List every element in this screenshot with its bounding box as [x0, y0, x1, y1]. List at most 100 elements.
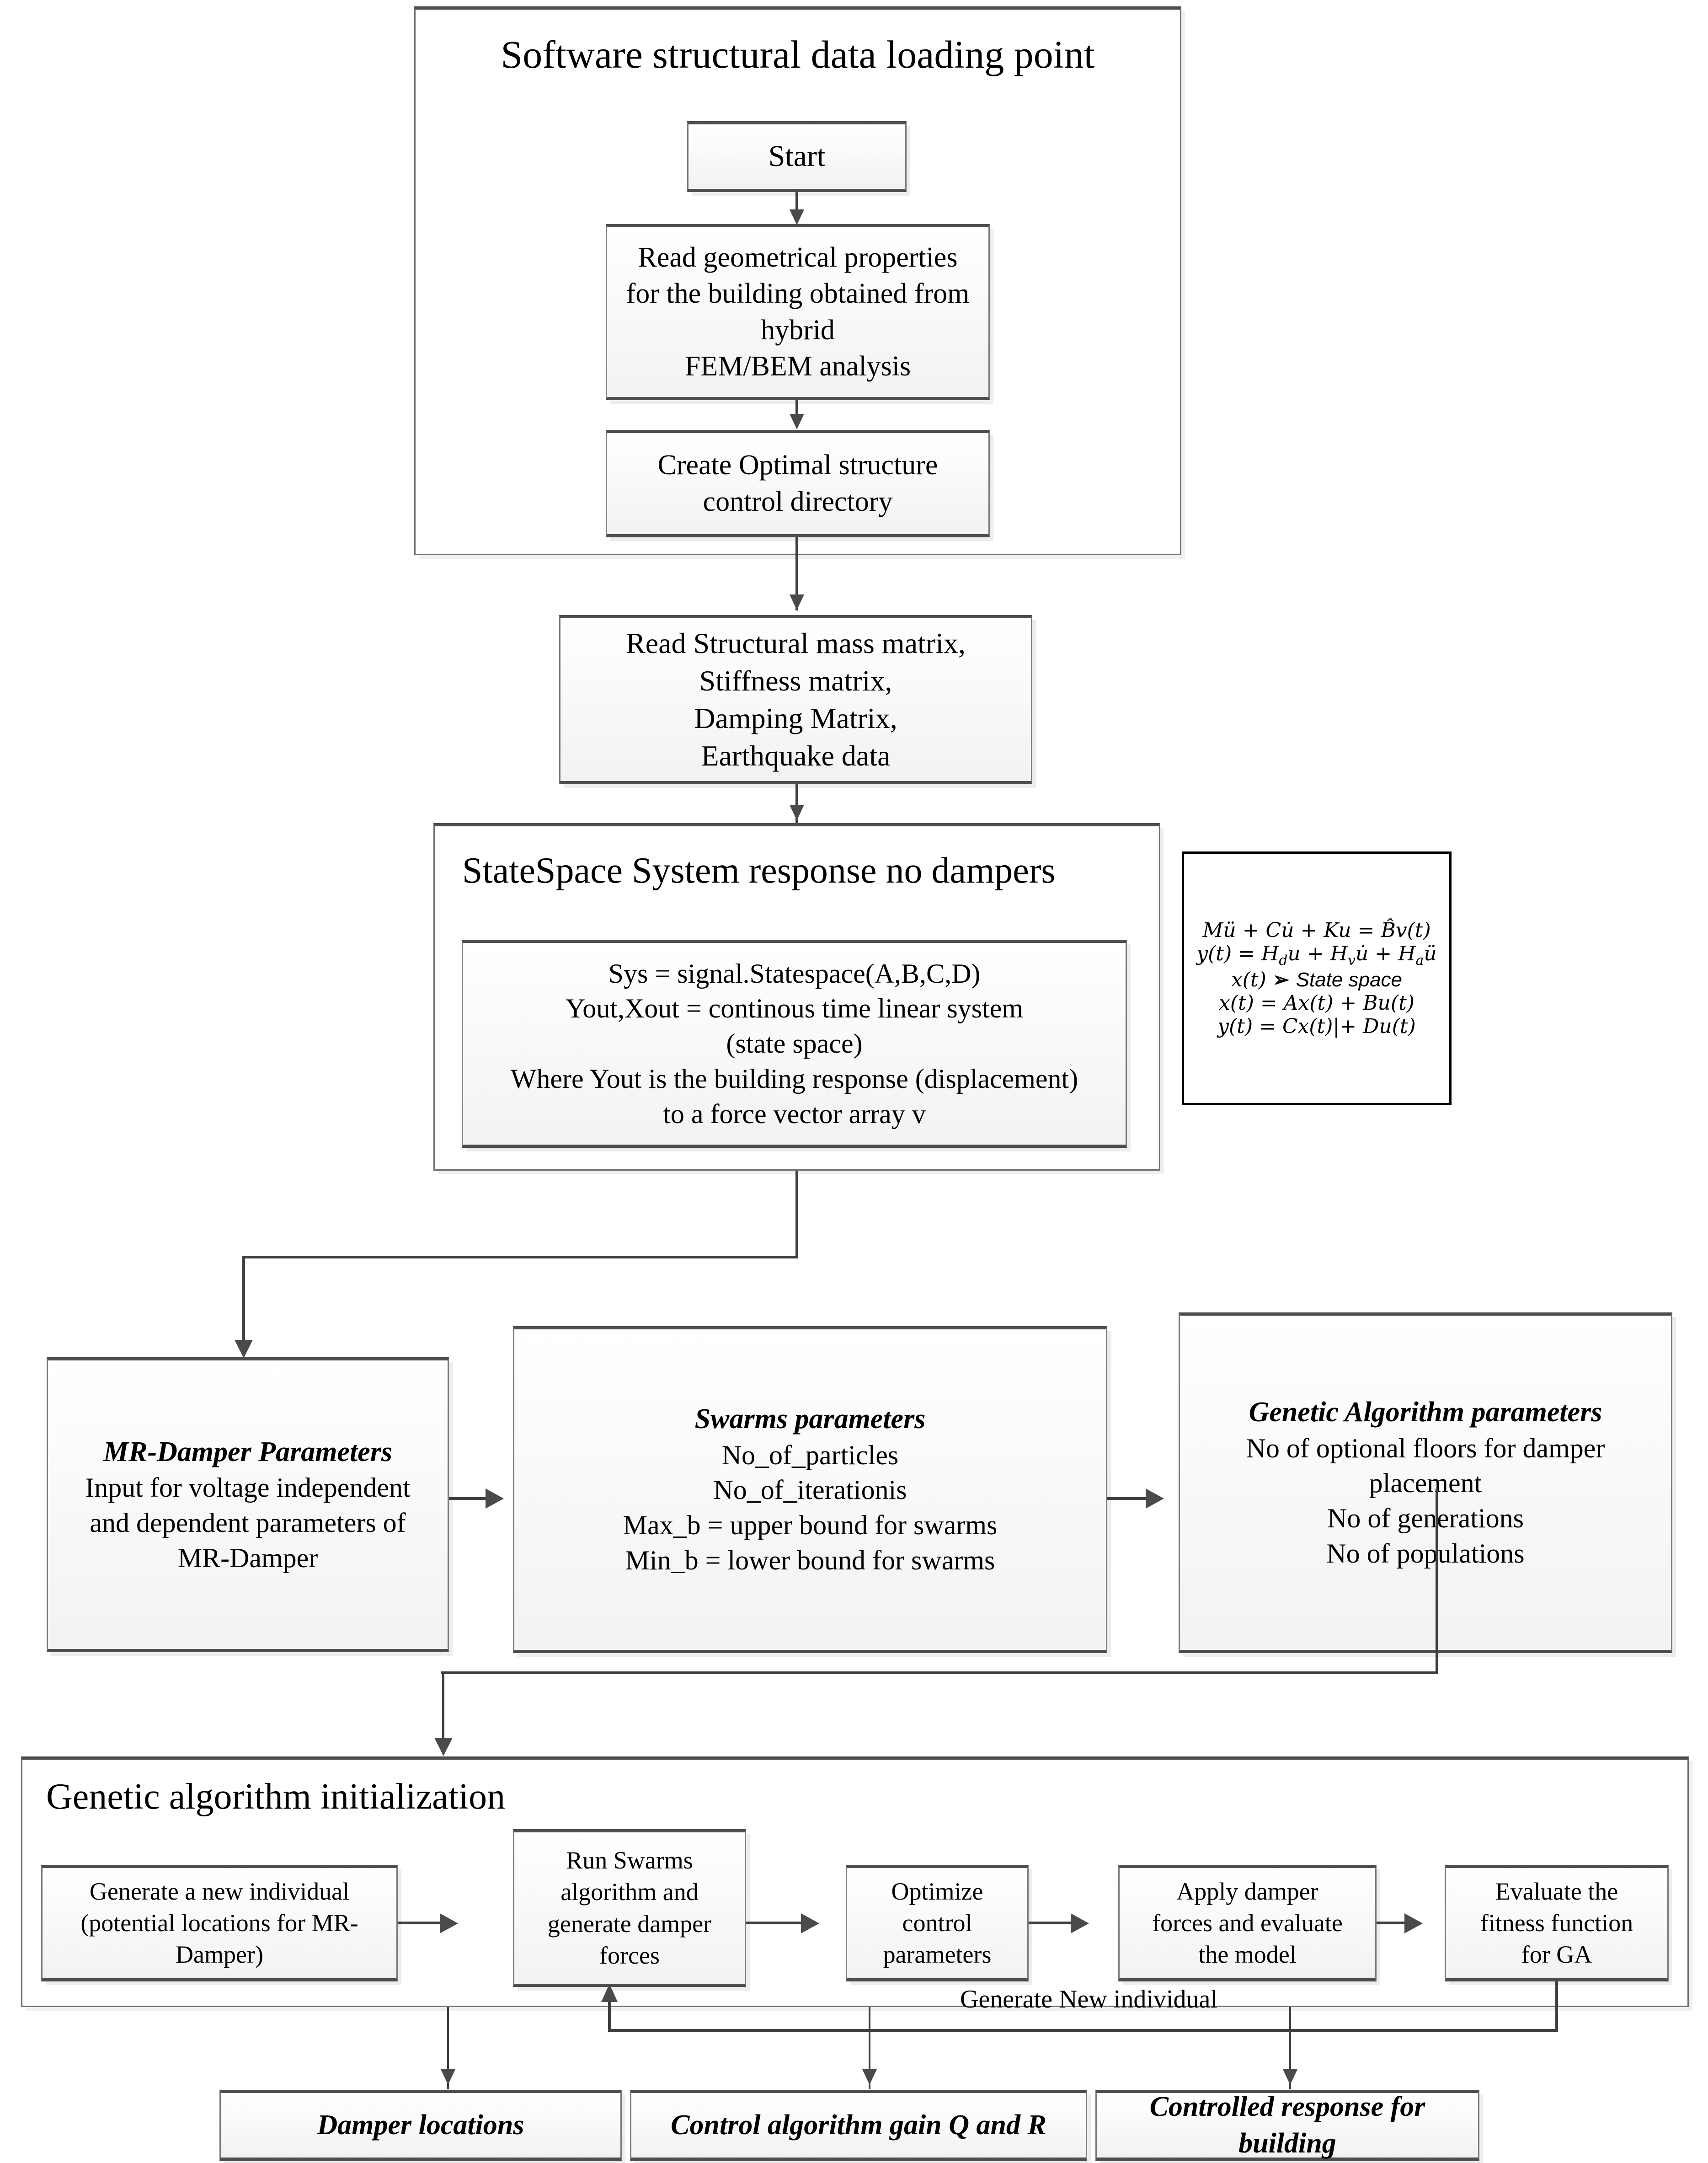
- start-node-label: Start: [768, 139, 826, 173]
- read-geometry-line-1: Read geometrical properties: [638, 241, 958, 273]
- evaluate-line-3: for GA: [1521, 1941, 1592, 1969]
- state-space-equations-panel: Mü + Cu̇ + Ku = B̂v(t) y(t) = Hdu + Hvu̇…: [1182, 851, 1452, 1105]
- swarms-parameters-node: Swarms parameters No_of_particles No_of_…: [513, 1326, 1107, 1653]
- read-geometry-line-4: FEM/BEM analysis: [684, 350, 911, 382]
- arrowhead-output-2: [862, 2069, 877, 2085]
- create-directory-node: Create Optimal structure control directo…: [606, 430, 990, 537]
- optimize-line-2: control: [902, 1909, 972, 1937]
- connector-output-1: [447, 2007, 449, 2089]
- apply-damper-line-3: the model: [1198, 1941, 1297, 1969]
- statespace-line-4: Where Yout is the building response (dis…: [510, 1063, 1078, 1094]
- read-matrices-node: Read Structural mass matrix, Stiffness m…: [559, 615, 1032, 784]
- connector-start-to-read-geometry: [795, 192, 798, 220]
- statespace-line-3: (state space): [726, 1028, 863, 1059]
- connector-generate-to-runswarms: [398, 1922, 443, 1924]
- swarms-parameters-line-4: Min_b = lower bound for swarms: [625, 1545, 995, 1575]
- control-algorithm-gain-label: Control algorithm gain Q and R: [671, 2109, 1046, 2141]
- generate-new-individual-line-2: (potential locations for MR-: [80, 1909, 358, 1937]
- read-geometry-node: Read geometrical properties for the buil…: [606, 224, 990, 400]
- create-directory-line-1: Create Optimal structure: [657, 450, 938, 481]
- read-geometry-line-2: for the building obtained from: [626, 278, 970, 310]
- swarms-parameters-line-3: Max_b = upper bound for swarms: [623, 1510, 998, 1541]
- run-swarms-line-3: generate damper: [547, 1910, 712, 1938]
- mr-damper-parameters-line-2: and dependent parameters of: [90, 1507, 406, 1538]
- read-matrices-line-2: Stiffness matrix,: [699, 664, 892, 697]
- controlled-response-line-1: Controlled response for: [1149, 2091, 1425, 2123]
- arrowhead-apply-to-evaluate: [1404, 1913, 1423, 1933]
- apply-damper-line-1: Apply damper: [1176, 1877, 1318, 1905]
- connector-ga-params-down: [1436, 1488, 1438, 1674]
- connector-feedback-down: [1555, 1981, 1558, 2032]
- state-space-arrow-icon: ➢: [1272, 968, 1290, 992]
- arrowhead-mrdamper-to-swarms: [486, 1488, 504, 1509]
- arrowhead-read-matrices-to-statespace: [790, 805, 804, 820]
- swarms-parameters-title: Swarms parameters: [694, 1403, 926, 1435]
- statespace-inner-lines: Sys = signal.Statespace(A,B,C,D) Yout,Xo…: [463, 956, 1126, 1132]
- mr-damper-parameters-line-1: Input for voltage independent: [85, 1472, 411, 1503]
- evaluate-line-2: fitness function: [1480, 1909, 1633, 1937]
- run-swarms-line-2: algorithm and: [560, 1878, 699, 1906]
- optimize-control-parameters-text: Optimize control parameters: [847, 1876, 1027, 1970]
- read-geometry-lines: Read geometrical properties for the buil…: [607, 240, 988, 385]
- connector-swarms-to-ga-params: [1107, 1497, 1149, 1500]
- mr-damper-parameters-node: MR-Damper Parameters Input for voltage i…: [47, 1357, 449, 1652]
- connector-runswarms-to-optimize: [746, 1922, 806, 1924]
- generate-new-individual-line-1: Generate a new individual: [89, 1877, 350, 1905]
- damper-locations-node: Damper locations: [219, 2090, 622, 2161]
- damper-locations-label: Damper locations: [317, 2109, 524, 2141]
- arrowhead-output-1: [441, 2069, 455, 2085]
- mr-damper-parameters-title: MR-Damper Parameters: [103, 1436, 393, 1467]
- arrowhead-generate-to-runswarms: [440, 1913, 458, 1933]
- connector-ga-params-left-run: [441, 1671, 1438, 1674]
- mr-damper-parameters-line-3: MR-Damper: [177, 1542, 318, 1573]
- generate-new-individual-node: Generate a new individual (potential loc…: [41, 1865, 398, 1981]
- arrowhead-output-3: [1283, 2069, 1297, 2085]
- connector-to-ga-section-down: [442, 1671, 444, 1754]
- arrowhead-section1-to-read-matrices: [790, 594, 804, 610]
- equation-3-label: State space: [1296, 969, 1403, 991]
- generate-new-individual-line-3: Damper): [176, 1941, 263, 1969]
- arrowhead-swarms-to-ga-params: [1146, 1488, 1164, 1509]
- create-directory-lines: Create Optimal structure control directo…: [607, 447, 988, 520]
- run-swarms-line-4: forces: [599, 1941, 660, 1969]
- ga-parameters-line-4: No of populations: [1326, 1538, 1525, 1569]
- evaluate-fitness-function-node: Evaluate the fitness function for GA: [1445, 1865, 1669, 1981]
- evaluate-line-1: Evaluate the: [1495, 1877, 1618, 1905]
- ga-initialization-section-title: Genetic algorithm initialization: [46, 1777, 506, 1817]
- connector-statespace-down-stub: [795, 1171, 798, 1258]
- connector-feedback-left-run: [608, 2029, 1558, 2032]
- statespace-section-title: StateSpace System response no dampers: [462, 851, 1056, 891]
- control-algorithm-gain-node: Control algorithm gain Q and R: [630, 2090, 1087, 2161]
- statespace-line-5: to a force vector array v: [663, 1098, 926, 1129]
- optimize-line-1: Optimize: [891, 1877, 983, 1905]
- arrowhead-to-mrdamper: [235, 1340, 253, 1358]
- equation-1: Mü + Cu̇ + Ku = B̂v(t): [1202, 918, 1431, 942]
- connector-feedback-up: [608, 1997, 611, 2031]
- controlled-response-line-2: building: [1238, 2127, 1336, 2159]
- arrowhead-start-to-read-geometry: [790, 209, 804, 225]
- ga-parameters-line-1: No of optional floors for damper: [1246, 1433, 1605, 1463]
- connector-output-3: [1289, 2007, 1291, 2089]
- apply-damper-forces-text: Apply damper forces and evaluate the mod…: [1120, 1876, 1375, 1970]
- run-swarms-line-1: Run Swarms: [566, 1847, 693, 1874]
- swarms-parameters-line-1: No_of_particles: [721, 1440, 899, 1470]
- apply-damper-forces-node: Apply damper forces and evaluate the mod…: [1118, 1865, 1377, 1981]
- evaluate-fitness-function-text: Evaluate the fitness function for GA: [1446, 1876, 1667, 1970]
- connector-read-geometry-to-create-directory: [795, 400, 798, 424]
- arrowhead-to-ga-section: [434, 1738, 453, 1756]
- start-node: Start: [687, 121, 907, 192]
- controlled-response-node: Controlled response for building: [1095, 2090, 1479, 2161]
- connector-statespace-to-mrdamper-down: [242, 1256, 245, 1355]
- statespace-line-1: Sys = signal.Statespace(A,B,C,D): [608, 958, 981, 989]
- mr-damper-parameters-text: MR-Damper Parameters Input for voltage i…: [48, 1434, 448, 1576]
- run-swarms-algorithm-node: Run Swarms algorithm and generate damper…: [513, 1829, 746, 1987]
- equation-4: x(t) = Ax(t) + Bu(t): [1219, 991, 1414, 1015]
- create-directory-line-2: control directory: [703, 486, 893, 517]
- arrowhead-feedback-to-runswarms: [601, 1984, 618, 2002]
- ga-parameters-line-2: placement: [1369, 1468, 1482, 1499]
- connector-section1-to-read-matrices: [795, 537, 798, 610]
- equation-2: y(t) = Hdu + Hvu̇ + Haü: [1196, 942, 1437, 969]
- generate-new-individual-text: Generate a new individual (potential loc…: [43, 1876, 396, 1970]
- run-swarms-algorithm-text: Run Swarms algorithm and generate damper…: [514, 1845, 745, 1971]
